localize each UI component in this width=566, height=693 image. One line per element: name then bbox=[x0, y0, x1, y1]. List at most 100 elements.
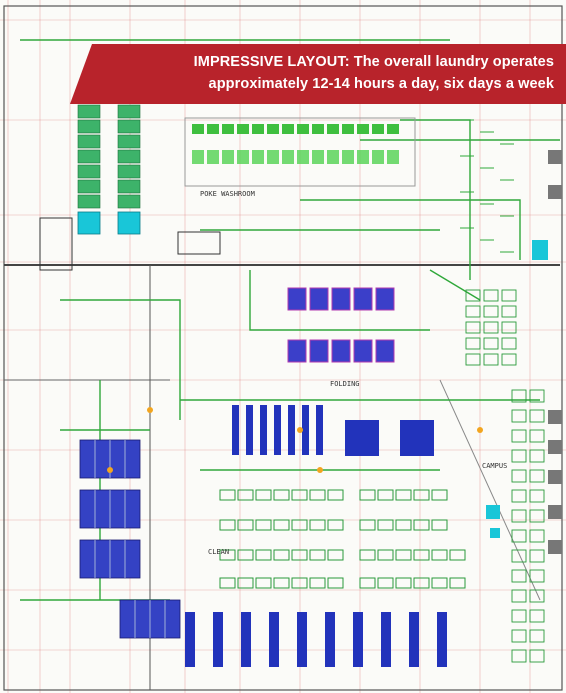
linen-cart bbox=[483, 305, 499, 318]
linen-cart bbox=[511, 409, 527, 423]
folding-table bbox=[377, 519, 394, 531]
tunnel-module bbox=[372, 150, 384, 164]
folding-table bbox=[377, 489, 394, 501]
folding-table bbox=[359, 489, 376, 501]
linen-cart bbox=[511, 529, 527, 543]
washer-extractor bbox=[375, 339, 395, 363]
folding-table bbox=[219, 519, 236, 531]
folder-unit bbox=[288, 405, 295, 455]
folder-unit bbox=[246, 405, 253, 455]
caption-line-1-rest: The overall laundry operates bbox=[353, 54, 554, 70]
linen-cart bbox=[465, 337, 481, 350]
feeder-unit bbox=[409, 612, 419, 667]
linen-cart bbox=[511, 609, 527, 623]
linen-cart bbox=[511, 489, 527, 503]
folding-table bbox=[219, 577, 236, 589]
folding-table bbox=[273, 577, 290, 589]
linen-cart bbox=[501, 337, 517, 350]
linen-cart bbox=[529, 549, 545, 563]
folding-table bbox=[449, 549, 466, 561]
folding-table bbox=[237, 549, 254, 561]
campus-label: CAMPUS bbox=[482, 462, 508, 470]
tunnel-module bbox=[387, 124, 399, 134]
tunnel-module bbox=[252, 124, 264, 134]
press-station bbox=[400, 420, 434, 456]
folding-table bbox=[327, 519, 344, 531]
dryer-unit bbox=[77, 104, 101, 119]
folding-table bbox=[413, 519, 430, 531]
washer-extractor bbox=[331, 287, 351, 311]
linen-cart bbox=[483, 289, 499, 302]
caption-lead: IMPRESSIVE LAYOUT: bbox=[193, 54, 350, 70]
folder-unit bbox=[316, 405, 323, 455]
caption-banner: IMPRESSIVE LAYOUT: The overall laundry o… bbox=[70, 44, 566, 104]
folding-table bbox=[449, 577, 466, 589]
folding-table bbox=[359, 577, 376, 589]
folder-unit bbox=[302, 405, 309, 455]
tunnel-module bbox=[312, 150, 324, 164]
washroom-label: POKE WASHROOM bbox=[200, 190, 255, 198]
feeder-unit bbox=[297, 612, 307, 667]
folding-table bbox=[431, 519, 448, 531]
tunnel-module bbox=[327, 124, 339, 134]
building-walls bbox=[3, 5, 563, 691]
dryer-unit bbox=[117, 194, 141, 209]
linen-cart bbox=[511, 449, 527, 463]
tunnel-module bbox=[222, 150, 234, 164]
washer-extractor bbox=[331, 339, 351, 363]
linen-cart bbox=[511, 589, 527, 603]
valve-marker bbox=[317, 467, 323, 473]
dryer-unit bbox=[117, 104, 141, 119]
linen-cart bbox=[501, 289, 517, 302]
linen-cart bbox=[511, 649, 527, 663]
tunnel-module bbox=[342, 124, 354, 134]
tunnel-module bbox=[252, 150, 264, 164]
tunnel-module bbox=[267, 150, 279, 164]
linen-cart bbox=[529, 449, 545, 463]
tunnel-module bbox=[207, 150, 219, 164]
tunnel-module bbox=[237, 124, 249, 134]
linen-cart bbox=[483, 337, 499, 350]
caption-line-1: IMPRESSIVE LAYOUT: The overall laundry o… bbox=[194, 51, 554, 73]
tunnel-module bbox=[192, 150, 204, 164]
folding-label: FOLDING bbox=[330, 380, 360, 388]
folding-table bbox=[273, 489, 290, 501]
column-marker bbox=[548, 150, 562, 164]
dryer-unit bbox=[117, 134, 141, 149]
folding-table bbox=[377, 549, 394, 561]
folding-table bbox=[219, 549, 236, 561]
washer-extractor bbox=[287, 287, 307, 311]
folding-table bbox=[309, 549, 326, 561]
folding-table bbox=[431, 577, 448, 589]
dryer-unit bbox=[117, 164, 141, 179]
laundry-machines bbox=[77, 89, 447, 667]
linen-cart bbox=[511, 389, 527, 403]
cyan-equipment bbox=[490, 528, 500, 538]
feeder-unit bbox=[213, 612, 223, 667]
folding-table bbox=[273, 549, 290, 561]
tunnel-module bbox=[207, 124, 219, 134]
column-marker bbox=[548, 470, 562, 484]
folding-table bbox=[395, 519, 412, 531]
caption-line-2: approximately 12-14 hours a day, six day… bbox=[208, 76, 554, 92]
folding-table bbox=[291, 577, 308, 589]
feeder-unit bbox=[381, 612, 391, 667]
column-marker bbox=[548, 185, 562, 199]
linen-cart bbox=[529, 589, 545, 603]
washer-extractor bbox=[287, 339, 307, 363]
tunnel-module bbox=[192, 124, 204, 134]
tunnel-module bbox=[282, 150, 294, 164]
folding-table bbox=[237, 489, 254, 501]
folding-table bbox=[431, 489, 448, 501]
linen-cart bbox=[529, 529, 545, 543]
pipe-run bbox=[60, 299, 181, 420]
linen-cart bbox=[465, 321, 481, 334]
column-marker bbox=[548, 540, 562, 554]
dryer-unit bbox=[117, 119, 141, 134]
linen-cart bbox=[483, 321, 499, 334]
folding-table bbox=[255, 519, 272, 531]
folder-unit bbox=[274, 405, 281, 455]
linen-cart bbox=[511, 629, 527, 643]
folding-table bbox=[413, 549, 430, 561]
tunnel-module bbox=[312, 124, 324, 134]
